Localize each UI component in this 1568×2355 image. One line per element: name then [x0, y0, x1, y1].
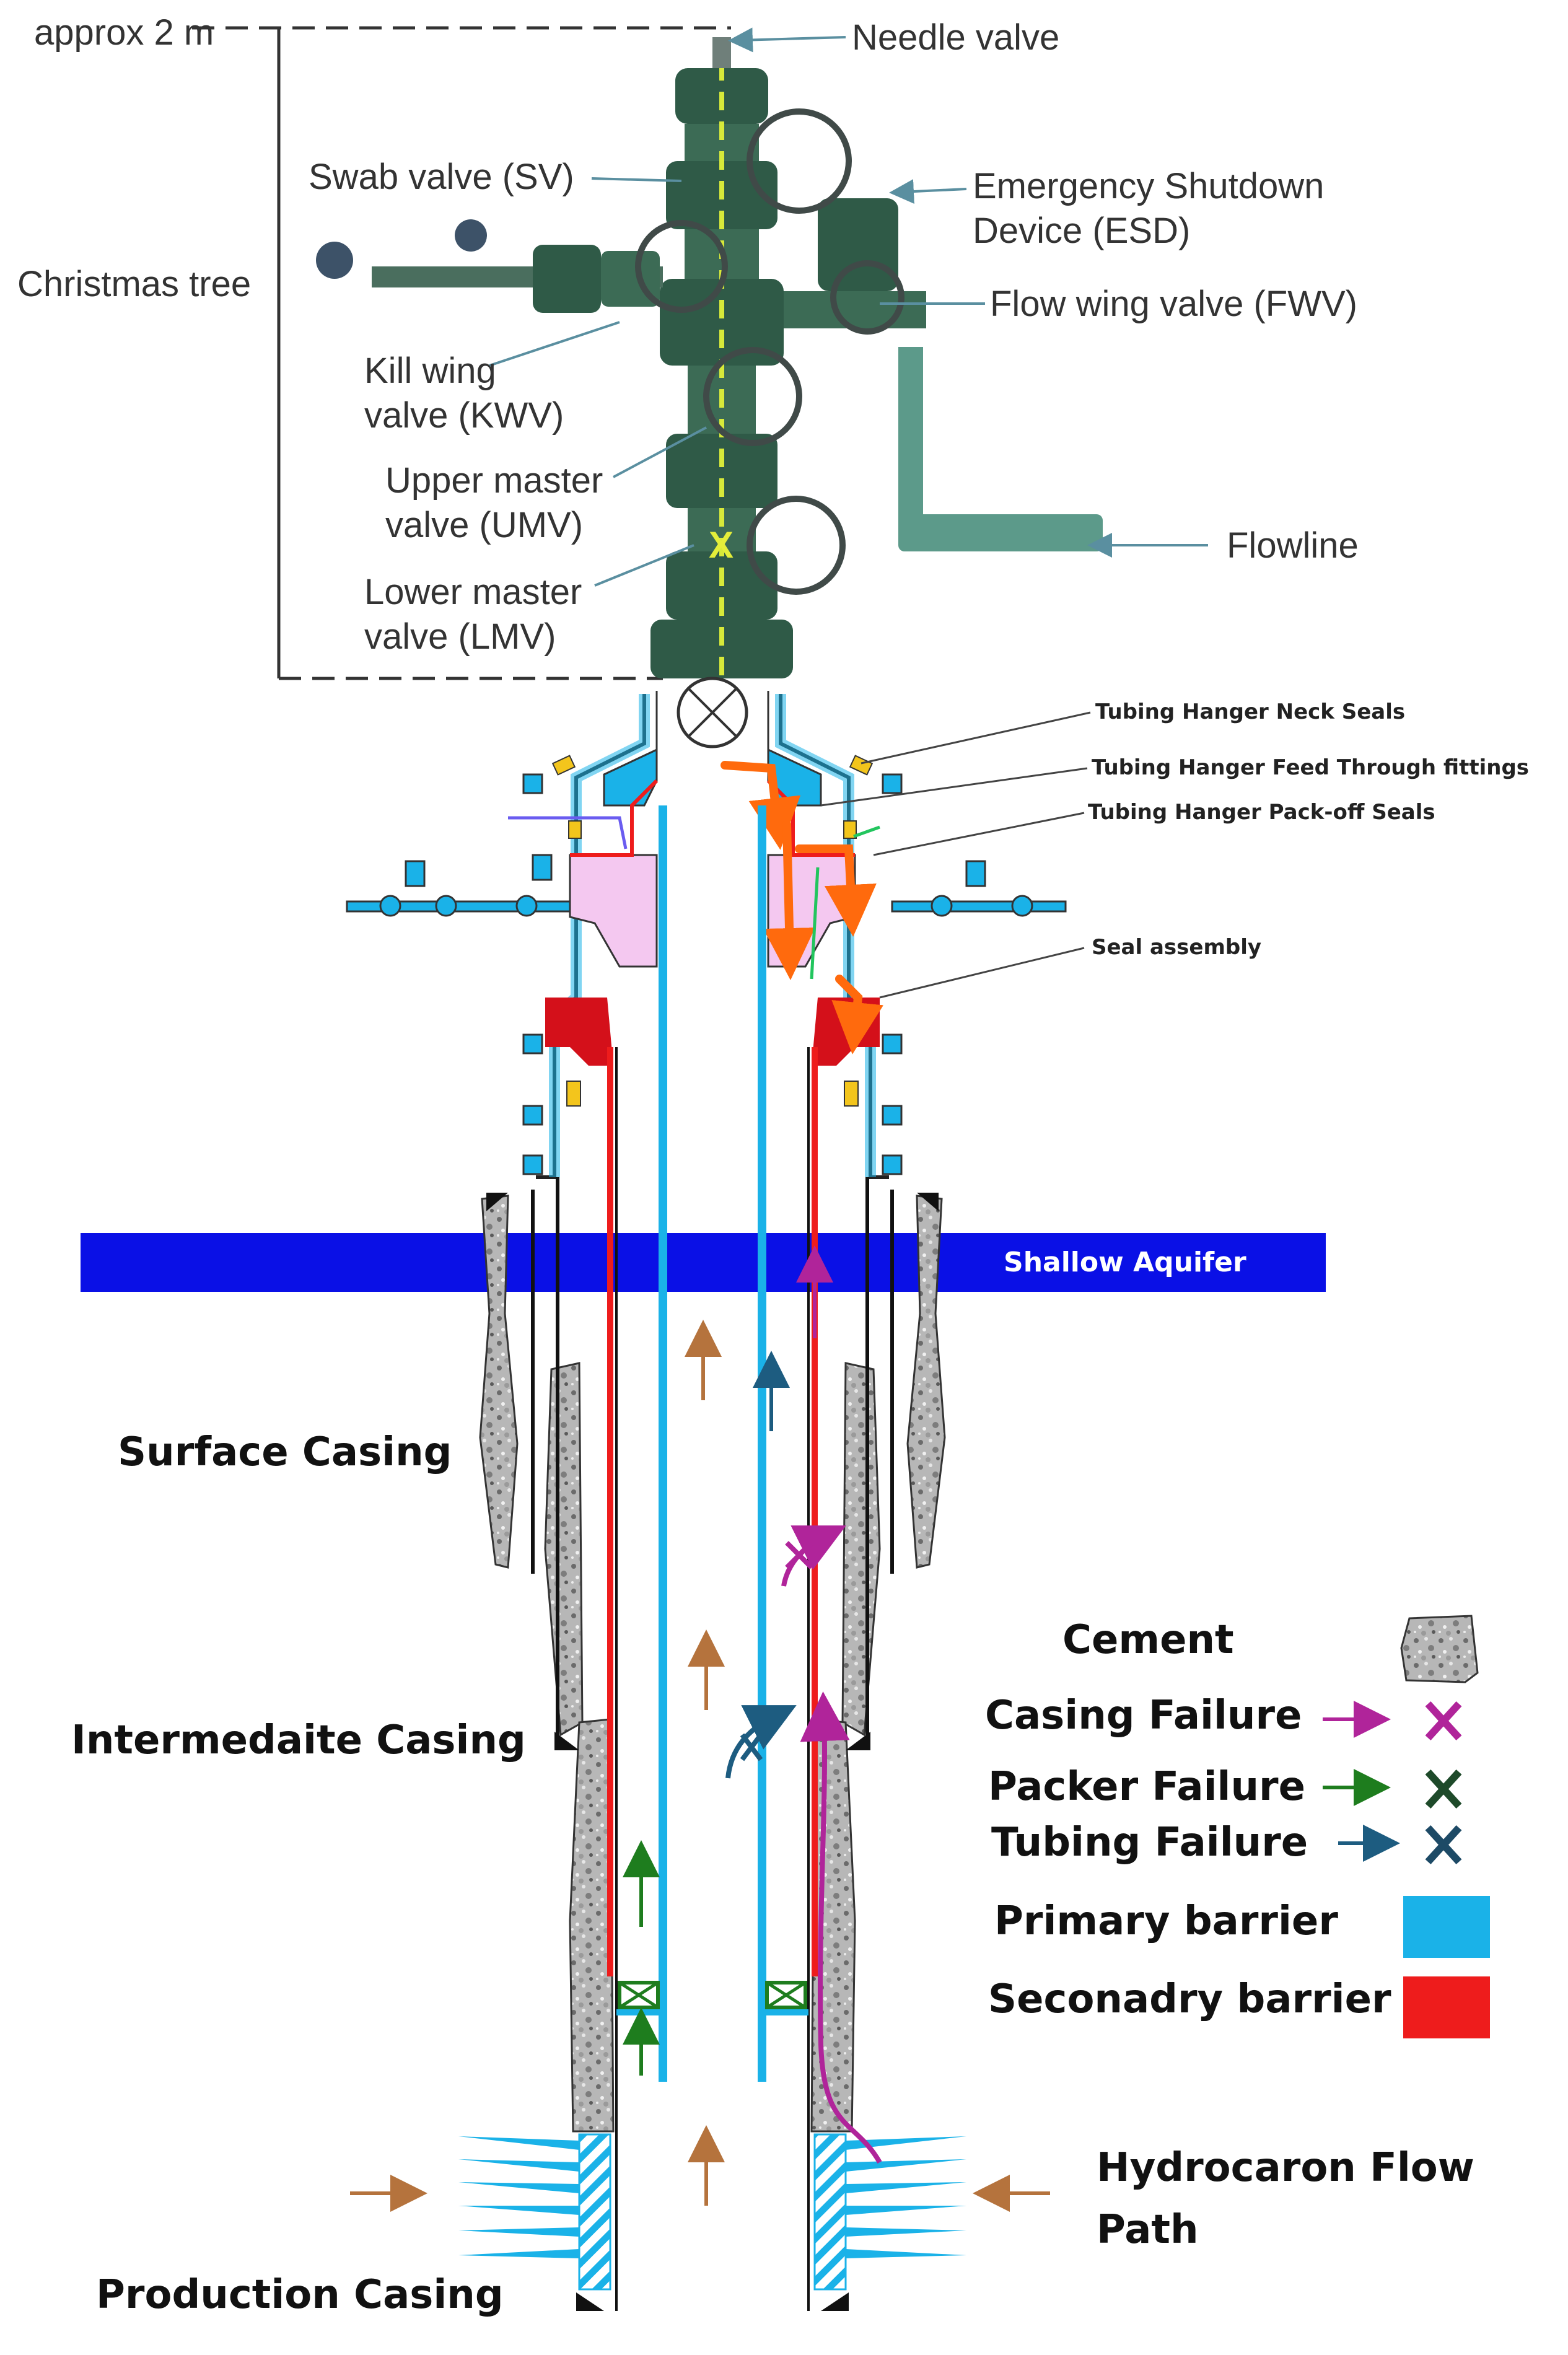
legend-primary-swatch [1403, 1896, 1490, 1958]
legend-packer-failure-label: Packer Failure [988, 1764, 1305, 1810]
legend-primary-label: Primary barrier [994, 1898, 1338, 1944]
fwv-label: Flow wing valve (FWV) [990, 284, 1357, 324]
legend-tubing-failure-x [1425, 1825, 1462, 1865]
shallow-aquifer-band [81, 1233, 1326, 1292]
hydrocarbon-flow-label-line2: Path [1097, 2207, 1199, 2253]
wellbore-section: Shallow Aquifer [71, 805, 1474, 2318]
legend: Cement Casing Failure Packer Failure Tub… [985, 1615, 1490, 2038]
christmas-tree-section: X [17, 12, 1359, 680]
legend-cement-label: Cement [1062, 1617, 1234, 1663]
legend-tubing-failure-label: Tubing Failure [991, 1820, 1308, 1866]
swab-valve-label: Swab valve (SV) [309, 157, 574, 197]
christmas-tree-label: Christmas tree [17, 264, 251, 304]
svg-text:X: X [709, 524, 734, 566]
legend-cement-swatch [1400, 1615, 1479, 1683]
wellhead-section: Tubing Hanger Neck Seals Tubing Hanger F… [346, 677, 1529, 1179]
legend-casing-failure-label: Casing Failure [985, 1693, 1302, 1739]
umv-label-line1: Upper master [385, 460, 603, 501]
packoff-seals-label: Tubing Hanger Pack-off Seals [1088, 800, 1435, 825]
legend-casing-failure-x [1425, 1701, 1462, 1741]
legend-secondary-label: Seconadry barrier [988, 1976, 1391, 2022]
umv-label-line2: valve (UMV) [385, 505, 583, 545]
feed-through-label: Tubing Hanger Feed Through fittings [1092, 755, 1529, 780]
intermediate-casing-label: Intermedaite Casing [71, 1717, 526, 1763]
neck-seals-label: Tubing Hanger Neck Seals [1095, 699, 1405, 724]
kwv-label-line1: Kill wing [364, 351, 496, 391]
seal-assembly-label: Seal assembly [1092, 935, 1261, 960]
packer-left [616, 1981, 663, 2015]
lmv-label-line2: valve (LMV) [364, 616, 556, 657]
scale-label: approx 2 m [34, 12, 214, 53]
packer-right [762, 1981, 808, 2015]
legend-packer-failure-x [1425, 1769, 1462, 1809]
kwv-label-line2: valve (KWV) [364, 395, 564, 436]
surface-casing-label: Surface Casing [118, 1429, 452, 1475]
hydrocarbon-flow-label-line1: Hydrocaron Flow [1097, 2145, 1474, 2191]
needle-valve-label: Needle valve [852, 17, 1059, 58]
flowline-label: Flowline [1227, 525, 1359, 566]
production-casing-label: Production Casing [96, 2272, 504, 2318]
aquifer-label: Shallow Aquifer [1004, 1247, 1246, 1278]
esd-label-line1: Emergency Shutdown [973, 166, 1324, 206]
christmas-tree-illustration: X [316, 37, 1103, 678]
legend-secondary-swatch [1403, 1976, 1490, 2038]
lmv-label-line1: Lower master [364, 572, 582, 612]
esd-label-line2: Device (ESD) [973, 211, 1190, 251]
